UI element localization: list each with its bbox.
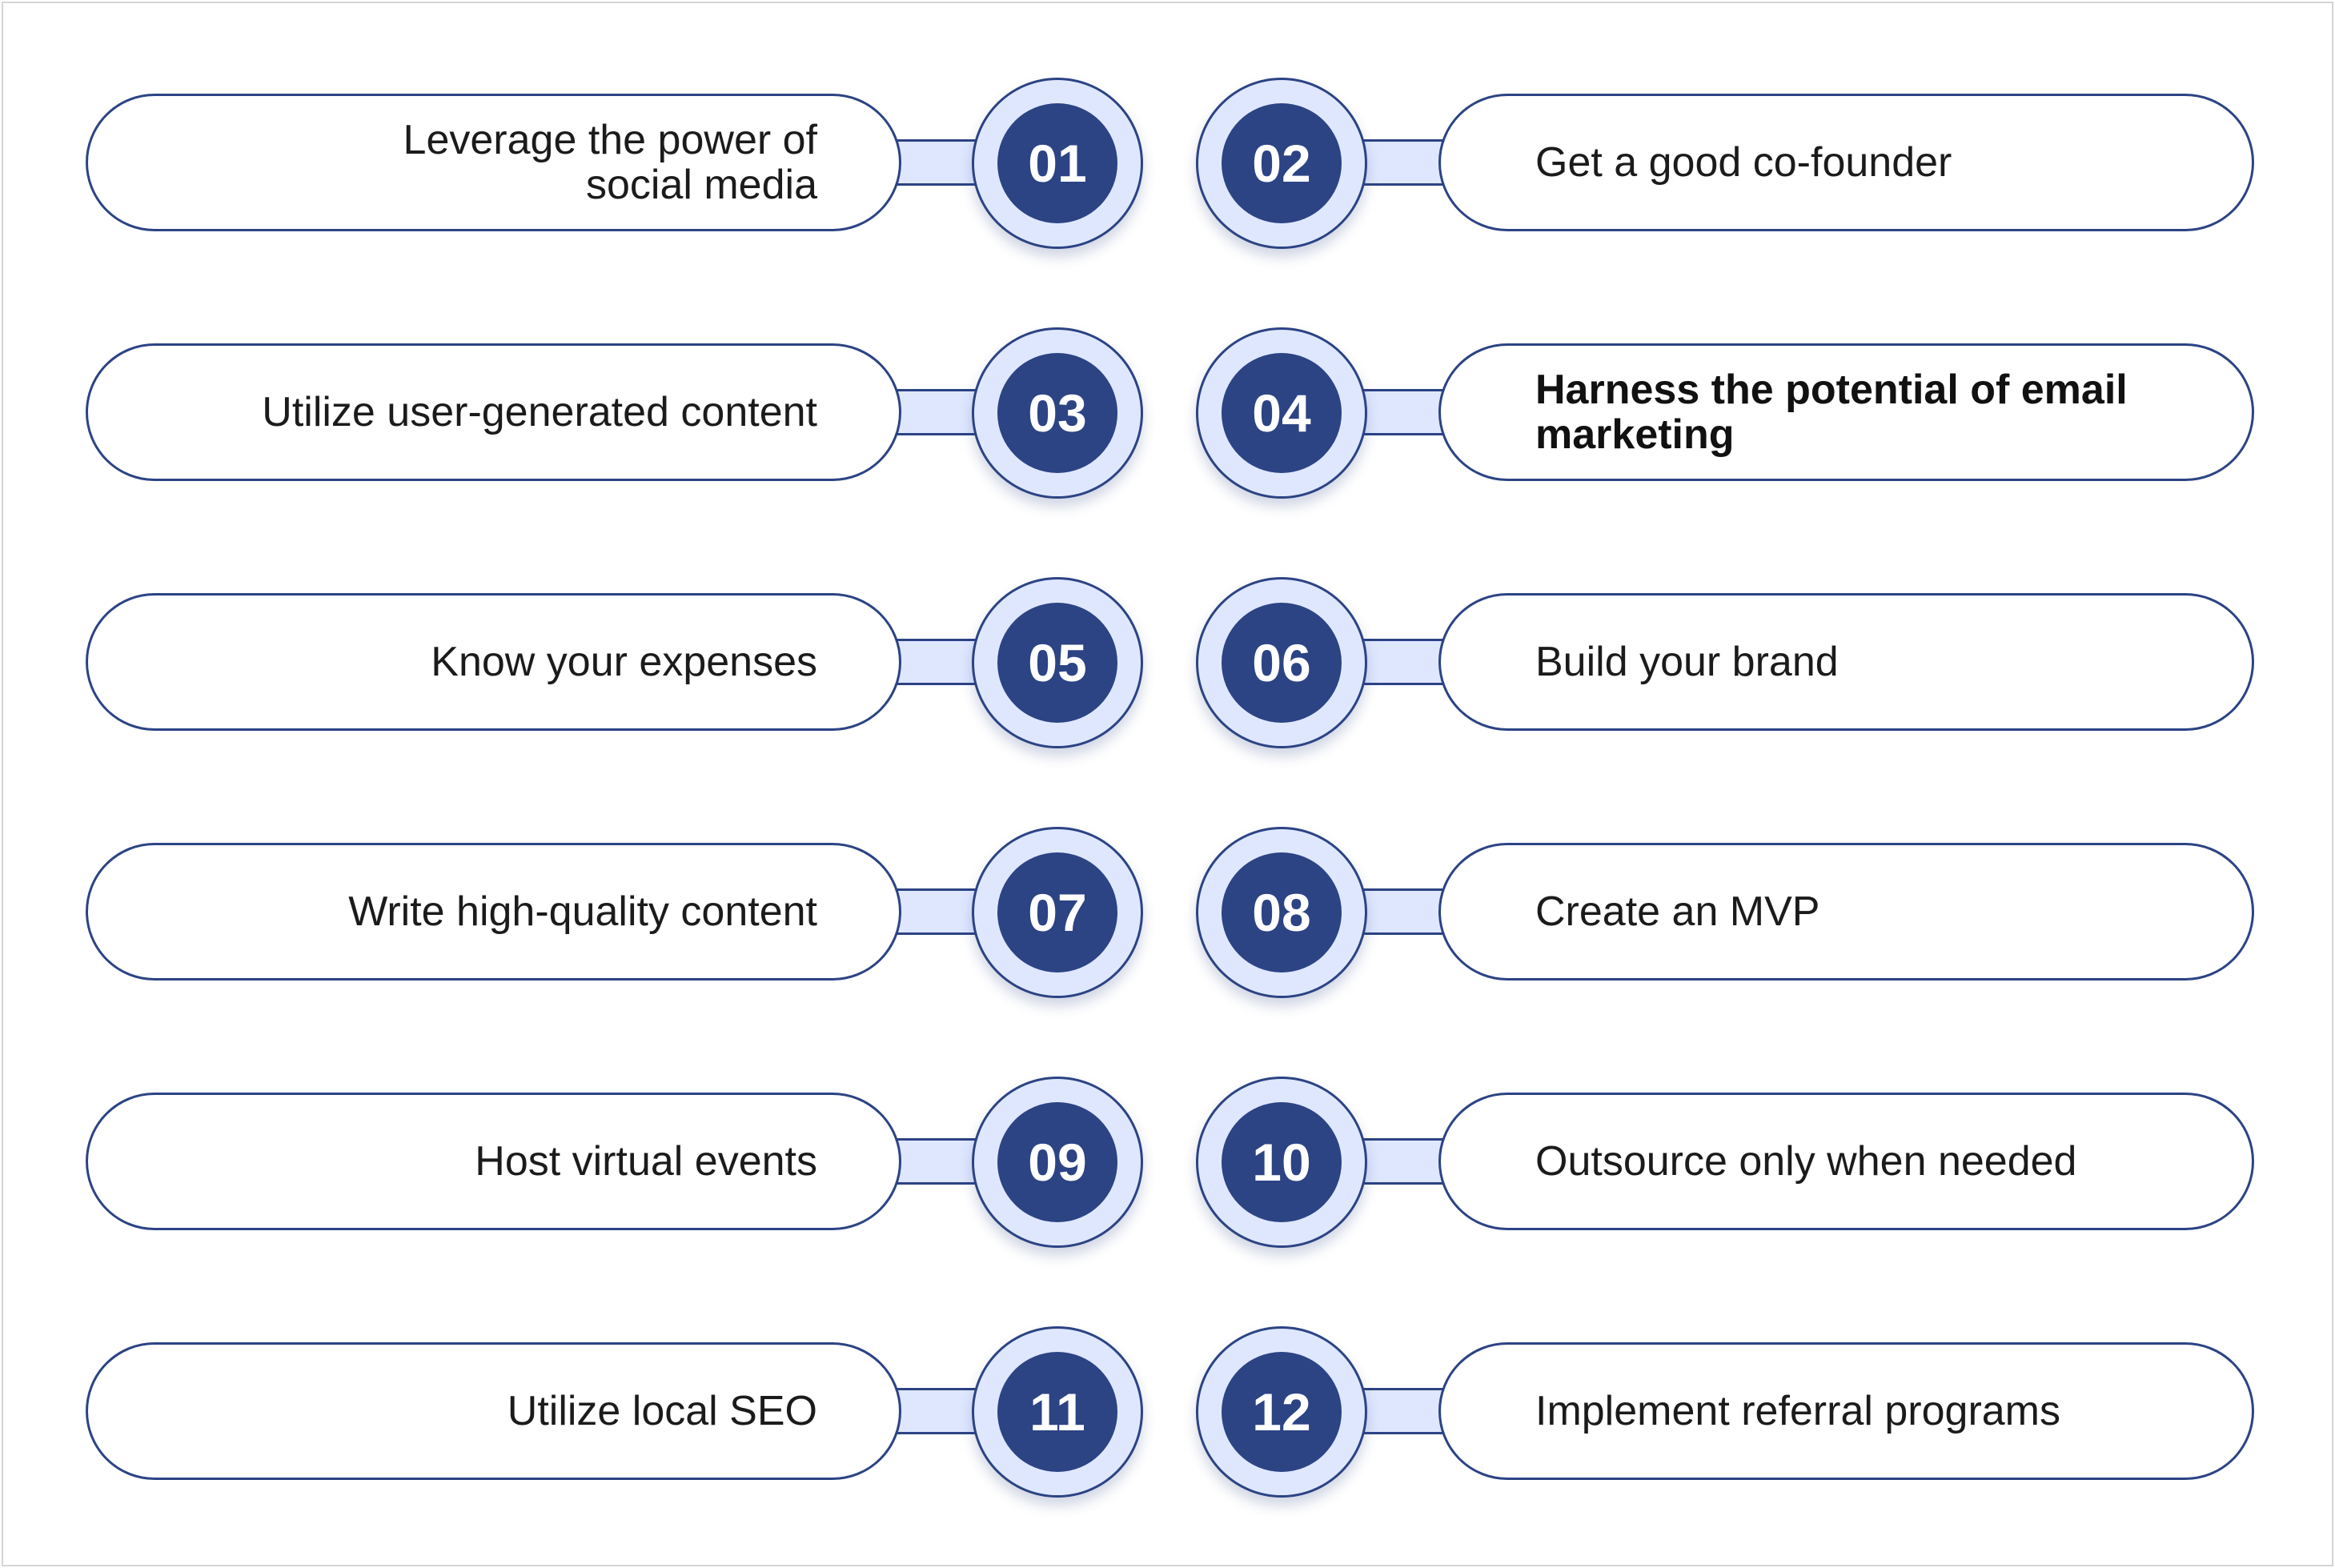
step-05-badge: 05 xyxy=(972,577,1143,748)
step-11-label: Utilize local SEO xyxy=(507,1388,817,1434)
row-3: Know your expenses 05 06 Build your bran… xyxy=(0,577,2335,761)
row-2: Utilize user-generated content 03 04 Har… xyxy=(0,327,2335,511)
step-10-pill: Outsource only when needed xyxy=(1438,1093,2254,1230)
step-09-badge: 09 xyxy=(972,1077,1143,1248)
step-01-pill: Leverage the power of social media xyxy=(86,94,901,231)
step-04-number: 04 xyxy=(1222,353,1342,473)
step-01-label: Leverage the power of social media xyxy=(403,117,817,208)
row-6: Utilize local SEO 11 12 Implement referr… xyxy=(0,1326,2335,1510)
step-07-pill: Write high-quality content xyxy=(86,843,901,981)
row-4: Write high-quality content 07 08 Create … xyxy=(0,827,2335,1011)
step-08-number: 08 xyxy=(1222,852,1342,972)
step-12-badge: 12 xyxy=(1196,1326,1367,1498)
step-07-label: Write high-quality content xyxy=(348,888,817,935)
step-04-badge: 04 xyxy=(1196,327,1367,499)
step-06-number: 06 xyxy=(1222,603,1342,723)
step-05-label: Know your expenses xyxy=(431,639,817,685)
step-11-number: 11 xyxy=(997,1352,1117,1472)
step-08-label: Create an MVP xyxy=(1535,888,1820,935)
step-03-label: Utilize user-generated content xyxy=(262,389,817,435)
step-10-number: 10 xyxy=(1222,1102,1342,1222)
step-09-label: Host virtual events xyxy=(475,1138,817,1185)
row-5: Host virtual events 09 10 Outsource only… xyxy=(0,1077,2335,1261)
step-04-pill: Harness the potential of email marketing xyxy=(1438,343,2254,481)
step-09-number: 09 xyxy=(997,1102,1117,1222)
step-09-pill: Host virtual events xyxy=(86,1093,901,1230)
step-11-badge: 11 xyxy=(972,1326,1143,1498)
step-01-badge: 01 xyxy=(972,78,1143,249)
step-06-pill: Build your brand xyxy=(1438,593,2254,731)
step-10-label: Outsource only when needed xyxy=(1535,1138,2077,1185)
step-12-pill: Implement referral programs xyxy=(1438,1342,2254,1480)
step-03-badge: 03 xyxy=(972,327,1143,499)
step-06-label: Build your brand xyxy=(1535,639,1839,685)
step-02-number: 02 xyxy=(1222,103,1342,223)
row-1: Leverage the power of social media 01 02… xyxy=(0,78,2335,262)
step-06-badge: 06 xyxy=(1196,577,1367,748)
step-02-badge: 02 xyxy=(1196,78,1367,249)
step-04-label: Harness the potential of email marketing xyxy=(1535,367,2128,458)
step-08-badge: 08 xyxy=(1196,827,1367,998)
step-10-badge: 10 xyxy=(1196,1077,1367,1248)
step-05-pill: Know your expenses xyxy=(86,593,901,731)
step-02-pill: Get a good co-founder xyxy=(1438,94,2254,231)
step-07-number: 07 xyxy=(997,852,1117,972)
step-12-number: 12 xyxy=(1222,1352,1342,1472)
step-02-label: Get a good co-founder xyxy=(1535,139,1952,186)
step-08-pill: Create an MVP xyxy=(1438,843,2254,981)
step-05-number: 05 xyxy=(997,603,1117,723)
step-01-number: 01 xyxy=(997,103,1117,223)
step-03-pill: Utilize user-generated content xyxy=(86,343,901,481)
step-07-badge: 07 xyxy=(972,827,1143,998)
step-12-label: Implement referral programs xyxy=(1535,1388,2060,1434)
step-11-pill: Utilize local SEO xyxy=(86,1342,901,1480)
step-03-number: 03 xyxy=(997,353,1117,473)
